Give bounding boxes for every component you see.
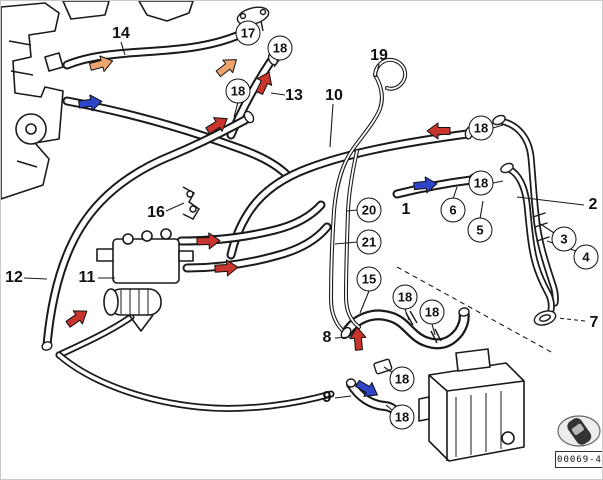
water-valve-assembly (96, 228, 194, 332)
flow-arrow-warm (215, 59, 237, 78)
flow-arrow-hot (205, 117, 228, 135)
flow-arrow-hot (426, 122, 451, 140)
return-pipes (492, 114, 559, 314)
leader-lines (23, 24, 586, 412)
flow-arrows (65, 55, 451, 397)
part-number: 00069-4 (555, 451, 602, 468)
flow-arrow-cold (355, 379, 378, 397)
flow-arrow-hot (196, 232, 221, 250)
flow-arrow-hot (255, 71, 273, 95)
mounting-bracket (182, 186, 201, 220)
car-position-icon (557, 415, 601, 447)
auxiliary-heater (418, 348, 525, 462)
flow-arrow-cold (78, 94, 103, 112)
flow-arrow-cold (413, 176, 438, 194)
flow-arrow-hot (349, 326, 367, 351)
flow-arrow-hot (214, 259, 239, 277)
thin-pipes (328, 57, 408, 333)
flow-arrow-hot (65, 310, 88, 328)
flow-arrow-warm (88, 55, 114, 72)
engine-block (1, 1, 194, 200)
hose-clamp-7 (533, 310, 557, 326)
